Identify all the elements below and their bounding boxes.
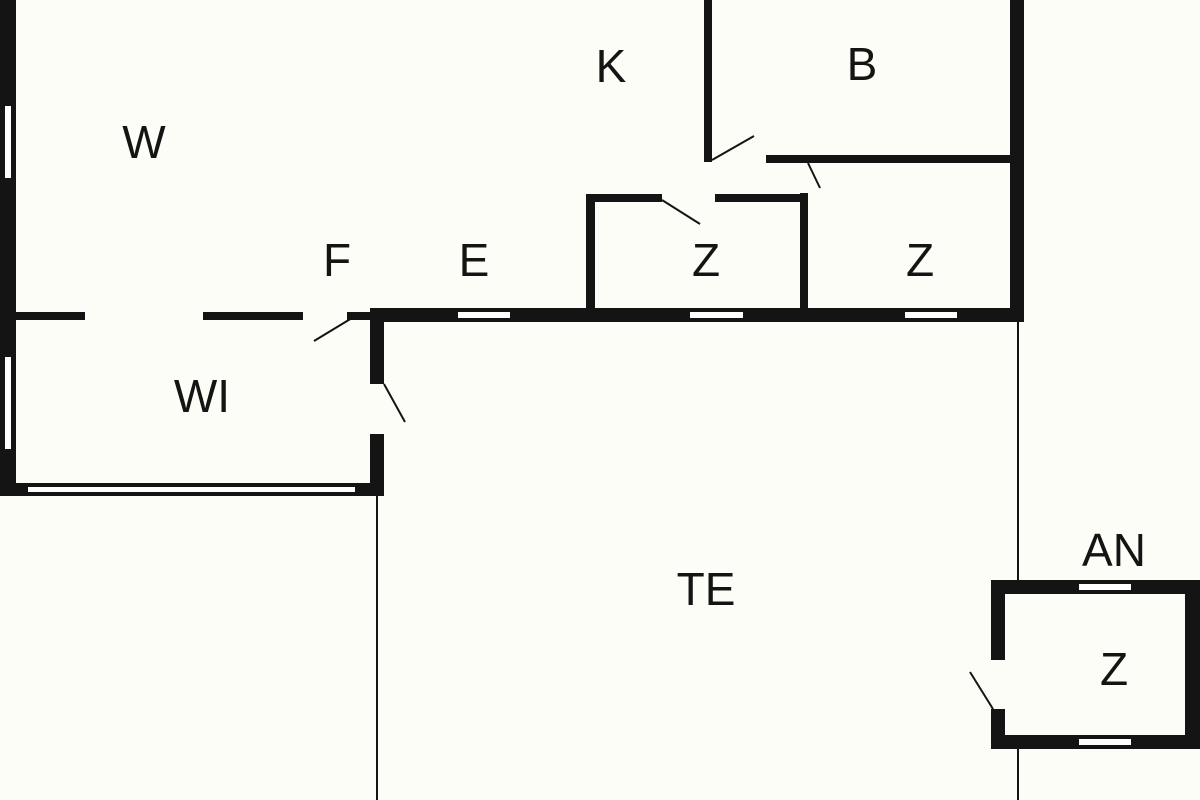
- wall-annex-left: [991, 580, 1005, 660]
- wall-partition: [16, 312, 85, 320]
- room-label-an: AN: [1082, 524, 1146, 576]
- wall-z-top: [715, 194, 808, 202]
- room-label-wi: WI: [174, 370, 230, 422]
- wall-z-right: [800, 193, 808, 310]
- wall-left-outer: [0, 0, 16, 496]
- wall-z-top: [586, 194, 662, 202]
- wall-b-left: [704, 0, 712, 162]
- room-label-z: Z: [906, 234, 934, 286]
- window: [458, 312, 510, 318]
- wall-partition: [203, 312, 303, 320]
- room-label-z: Z: [1100, 643, 1128, 695]
- door-swing: [383, 383, 406, 423]
- door-swing: [313, 317, 353, 342]
- wall-right-outer: [1010, 0, 1024, 322]
- room-label-b: B: [847, 38, 878, 90]
- wall-z-left: [586, 194, 595, 310]
- window: [28, 487, 355, 492]
- wall-b-bottom: [766, 155, 1012, 163]
- window: [1079, 739, 1131, 745]
- room-label-te: TE: [677, 563, 736, 615]
- door-swing: [969, 671, 994, 710]
- window: [1079, 584, 1131, 590]
- room-label-f: F: [323, 234, 351, 286]
- window: [905, 312, 957, 318]
- wall-wi-right: [370, 310, 384, 384]
- room-label-w: W: [122, 116, 166, 168]
- door-swing: [711, 135, 755, 161]
- room-label-z: Z: [692, 234, 720, 286]
- wall-annex-right: [1185, 580, 1200, 749]
- door-swing: [661, 199, 701, 225]
- wall-wi-right: [370, 434, 384, 496]
- window: [5, 106, 11, 178]
- window: [5, 357, 11, 449]
- room-label-e: E: [459, 234, 490, 286]
- door-swings: [313, 135, 994, 710]
- window: [690, 312, 743, 318]
- room-labels: W K B F E Z Z WI TE AN Z: [122, 38, 1146, 695]
- door-swing: [807, 162, 821, 189]
- wall-annex-left: [991, 709, 1005, 749]
- wall-partition: [347, 312, 372, 320]
- room-label-k: K: [596, 40, 627, 92]
